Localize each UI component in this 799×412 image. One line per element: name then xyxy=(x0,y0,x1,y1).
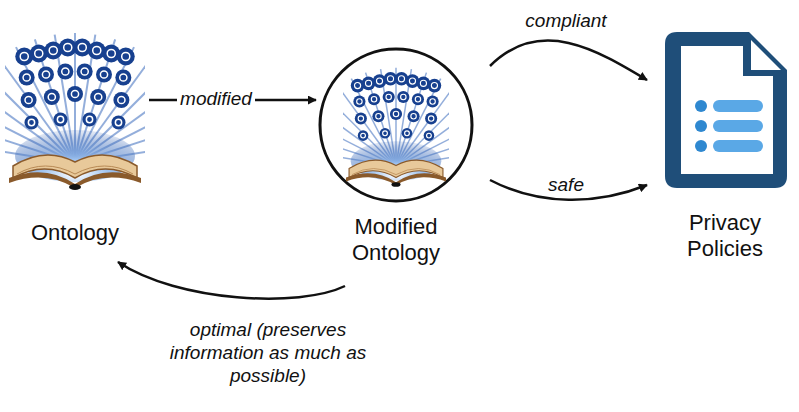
node-label: Privacy Policies xyxy=(655,210,795,262)
node-label: Ontology xyxy=(5,220,145,246)
edge-label: safe xyxy=(545,173,587,196)
connector-arrow xyxy=(118,262,345,299)
concept-node: Privacy Policies xyxy=(655,28,795,278)
edge-label: optimal (preserves information as much a… xyxy=(158,318,379,387)
connector-arrow xyxy=(490,41,647,80)
concept-node: Modified Ontology xyxy=(316,46,476,278)
node-label: Modified Ontology xyxy=(321,214,471,266)
edge-label: modified xyxy=(177,87,255,110)
concept-node: Ontology xyxy=(5,28,145,258)
edge-label: compliant xyxy=(522,9,609,32)
